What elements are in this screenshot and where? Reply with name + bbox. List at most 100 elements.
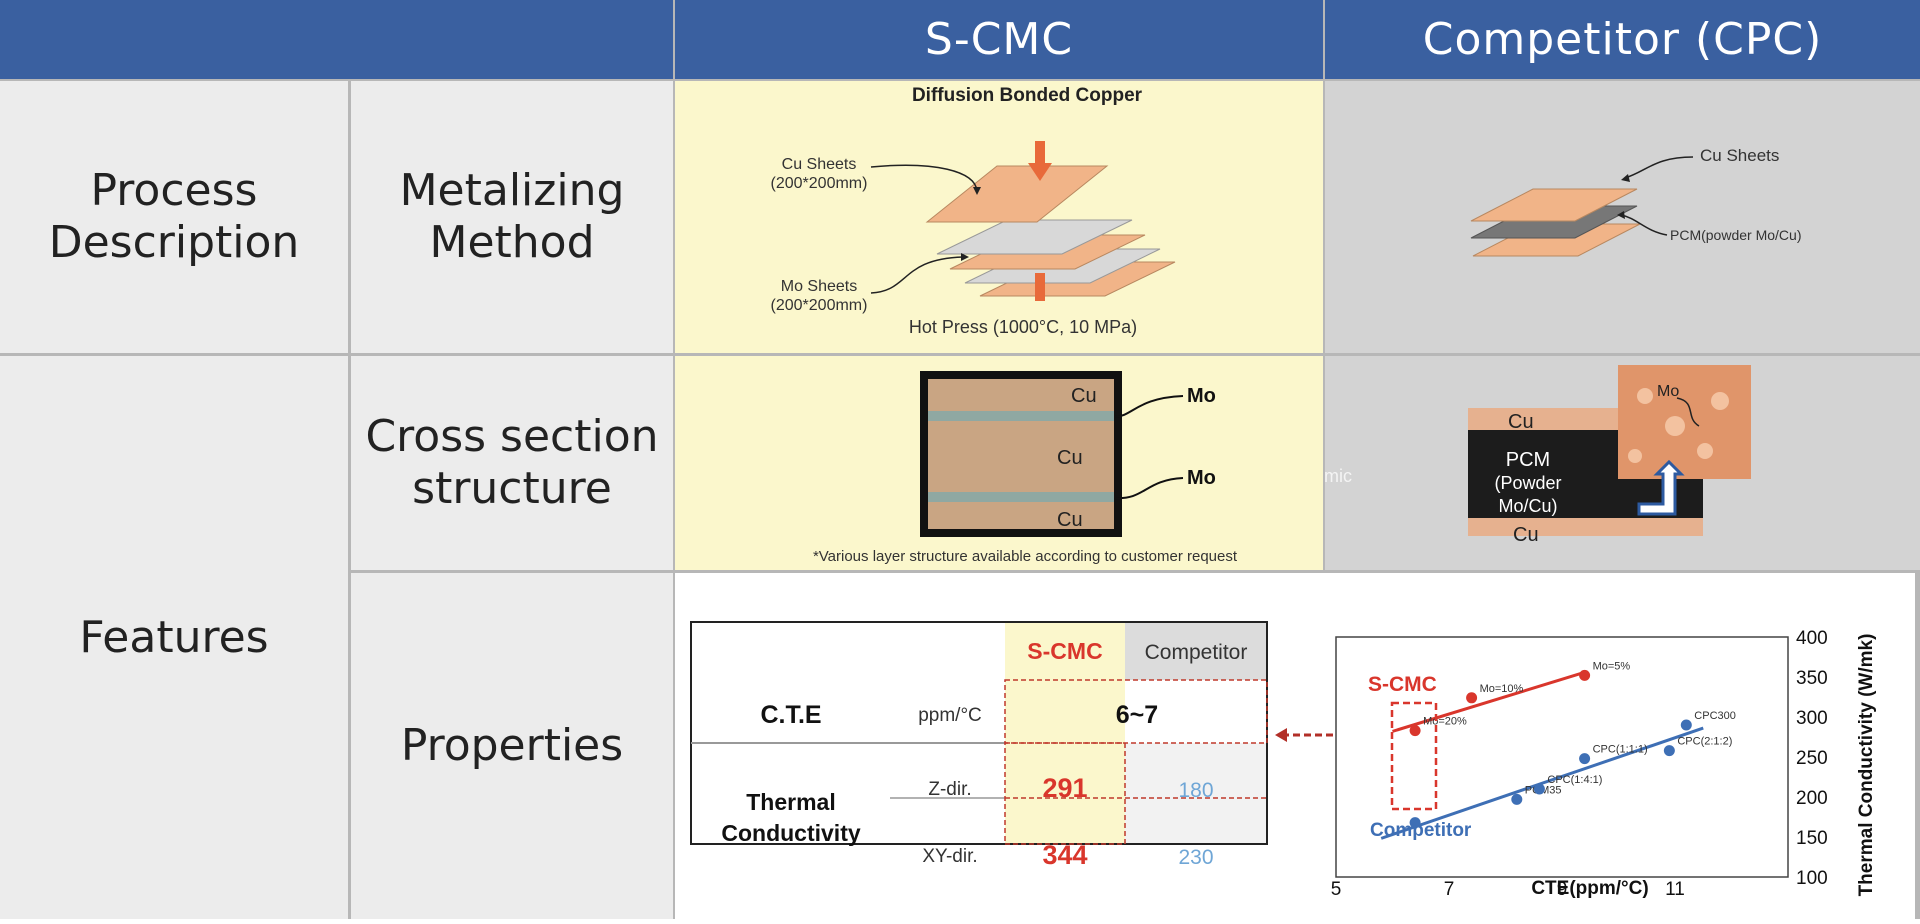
scmc-cross-panel: Cu Cu Cu Mo Mo *Various layer structure … — [675, 356, 1323, 570]
cu-sheets-label: Cu Sheets — [782, 156, 857, 173]
scmc-cross-diagram: Cu Cu Cu Mo Mo *Various layer structure … — [813, 371, 1238, 565]
point-label: CPC300 — [1694, 710, 1736, 722]
cte-value: 6~7 — [1116, 701, 1158, 729]
y-tick-label: 100 — [1796, 868, 1828, 889]
cpc-cu-top-label: Cu — [1508, 411, 1534, 433]
cpc-pcm-line2: (Powder — [1494, 473, 1561, 493]
micrograph-mo-layer-1 — [928, 411, 1114, 421]
point-label: CPC(1:1:1) — [1593, 744, 1648, 756]
xy-scmc-value: 344 — [1042, 840, 1087, 870]
cpc-cross-diagram: Cu Ceramic Cu Cu PCM (Powder Mo/Cu) Mo — [1285, 365, 1751, 546]
tc-label-line2: Conductivity — [721, 820, 860, 846]
mo2-label: Mo — [1187, 467, 1216, 489]
header-blank — [0, 0, 673, 79]
scmc-column-bg — [1005, 622, 1125, 844]
row-properties: Properties — [351, 573, 673, 919]
y-tick-label: 200 — [1796, 788, 1828, 809]
zoom-grain — [1665, 416, 1685, 436]
row-features: Features — [0, 356, 348, 919]
scmc-method-diagram: Diffusion Bonded Copper Cu Sheets (200*2… — [771, 85, 1176, 337]
cpc-cu-bot-label: Cu — [1513, 524, 1539, 546]
series-label-scmc: S-CMC — [1368, 673, 1437, 696]
y-tick-label: 400 — [1796, 628, 1828, 649]
cpc-pcm-leader-arrow — [1617, 211, 1625, 219]
cpc-pcm-label: PCM(powder Mo/Cu) — [1670, 227, 1801, 243]
highlight-dashed-box — [1390, 701, 1438, 811]
sheet-cu-top — [925, 165, 1109, 223]
zoom-grain — [1637, 388, 1653, 404]
mo-sheets-leader-arrow — [961, 253, 969, 261]
cpc-cu-bottom-layer — [1468, 518, 1703, 536]
point-label: Mo=20% — [1423, 716, 1467, 728]
cpc-cu-sheets-label: Cu Sheets — [1700, 146, 1779, 165]
separator — [351, 570, 1920, 573]
point-label: CPC(1:4:1) — [1547, 774, 1602, 786]
table-col-competitor: Competitor — [1145, 641, 1248, 664]
cu-sheets-leader-arrow — [973, 187, 981, 195]
chart-x-axis-title: CTE(ppm/°C) — [1531, 878, 1648, 899]
scmc-method-title: Diffusion Bonded Copper — [912, 85, 1143, 106]
row-metalizing-method: Metalizing Method — [351, 81, 673, 353]
cpc-method-panel: Cu Sheets PCM(powder Mo/Cu) — [1325, 81, 1920, 353]
separator — [1323, 0, 1325, 573]
data-point — [1663, 745, 1675, 757]
x-tick-label: 9 — [1557, 879, 1568, 900]
mo-sheets-leader — [870, 256, 964, 294]
cpc-cu-leader-arrow — [1621, 174, 1630, 182]
point-label: Mo=5% — [1593, 660, 1631, 672]
separator — [348, 79, 351, 919]
sheet-mo-top — [936, 219, 1133, 255]
trend-line — [1380, 726, 1704, 840]
separator — [1915, 573, 1920, 919]
row-cross-section: Cross section structure — [351, 356, 673, 570]
separator — [673, 0, 675, 919]
tc-label-line1: Thermal — [746, 789, 835, 815]
data-point — [1579, 753, 1591, 765]
data-point — [1511, 793, 1523, 805]
x-tick-label: 5 — [1331, 879, 1342, 900]
scmc-cu-bot-label: Cu — [1057, 509, 1083, 531]
cte-unit: ppm/°C — [918, 705, 982, 726]
z-dir-label: Z-dir. — [928, 779, 971, 800]
y-tick-label: 150 — [1796, 828, 1828, 849]
cpc-cross-panel: Cu Ceramic Cu Cu PCM (Powder Mo/Cu) Mo — [1285, 356, 1920, 570]
press-arrow-bottom — [1035, 273, 1045, 301]
cpc-pcm-leader — [1620, 214, 1668, 236]
y-tick-label: 250 — [1796, 748, 1828, 769]
cpc-pcm-line3: Mo/Cu) — [1498, 496, 1557, 516]
zoom-grain — [1697, 443, 1713, 459]
separator — [0, 353, 1920, 356]
xy-dir-label: XY-dir. — [922, 846, 977, 867]
competitor-header-bg — [1125, 622, 1267, 680]
cpc-method-diagram: Cu Sheets PCM(powder Mo/Cu) — [1470, 146, 1801, 257]
y-tick-label: 350 — [1796, 668, 1828, 689]
hot-press-label: Hot Press (1000°C, 10 MPa) — [909, 317, 1137, 337]
point-label: CPC(2:1:2) — [1677, 736, 1732, 748]
mo1-label: Mo — [1187, 385, 1216, 407]
micrograph-cu — [928, 379, 1114, 529]
zoom-grain — [1628, 449, 1642, 463]
data-point — [1409, 725, 1421, 737]
separator — [0, 79, 1920, 81]
cpc-cu-leader — [1624, 156, 1694, 179]
chart-y-axis-title: Thermal Conductivity (W/mk) — [1856, 634, 1877, 897]
x-tick-label: 7 — [1444, 879, 1455, 900]
cu-sheets-leader — [870, 164, 978, 192]
x-tick-label: 11 — [1665, 879, 1685, 900]
data-point — [1533, 783, 1545, 795]
cpc-sheet-cu-top — [1470, 188, 1638, 222]
z-comp-value: 180 — [1178, 779, 1213, 802]
scmc-cu-top-label: Cu — [1071, 385, 1097, 407]
z-scmc-value: 291 — [1042, 773, 1087, 803]
cu-sheets-size: (200*200mm) — [771, 175, 868, 192]
scmc-dashed-box — [1004, 742, 1126, 845]
y-tick-label: 300 — [1796, 708, 1828, 729]
mo1-leader — [1114, 395, 1184, 418]
cpc-pcm-line1: PCM — [1506, 449, 1550, 471]
layer-structure-note: *Various layer structure available accor… — [813, 548, 1238, 565]
trend-line — [1392, 670, 1586, 733]
zoom-arrow-icon — [1637, 459, 1685, 516]
xy-comp-value: 230 — [1178, 846, 1213, 869]
scmc-method-panel: Diffusion Bonded Copper Cu Sheets (200*2… — [675, 81, 1323, 353]
